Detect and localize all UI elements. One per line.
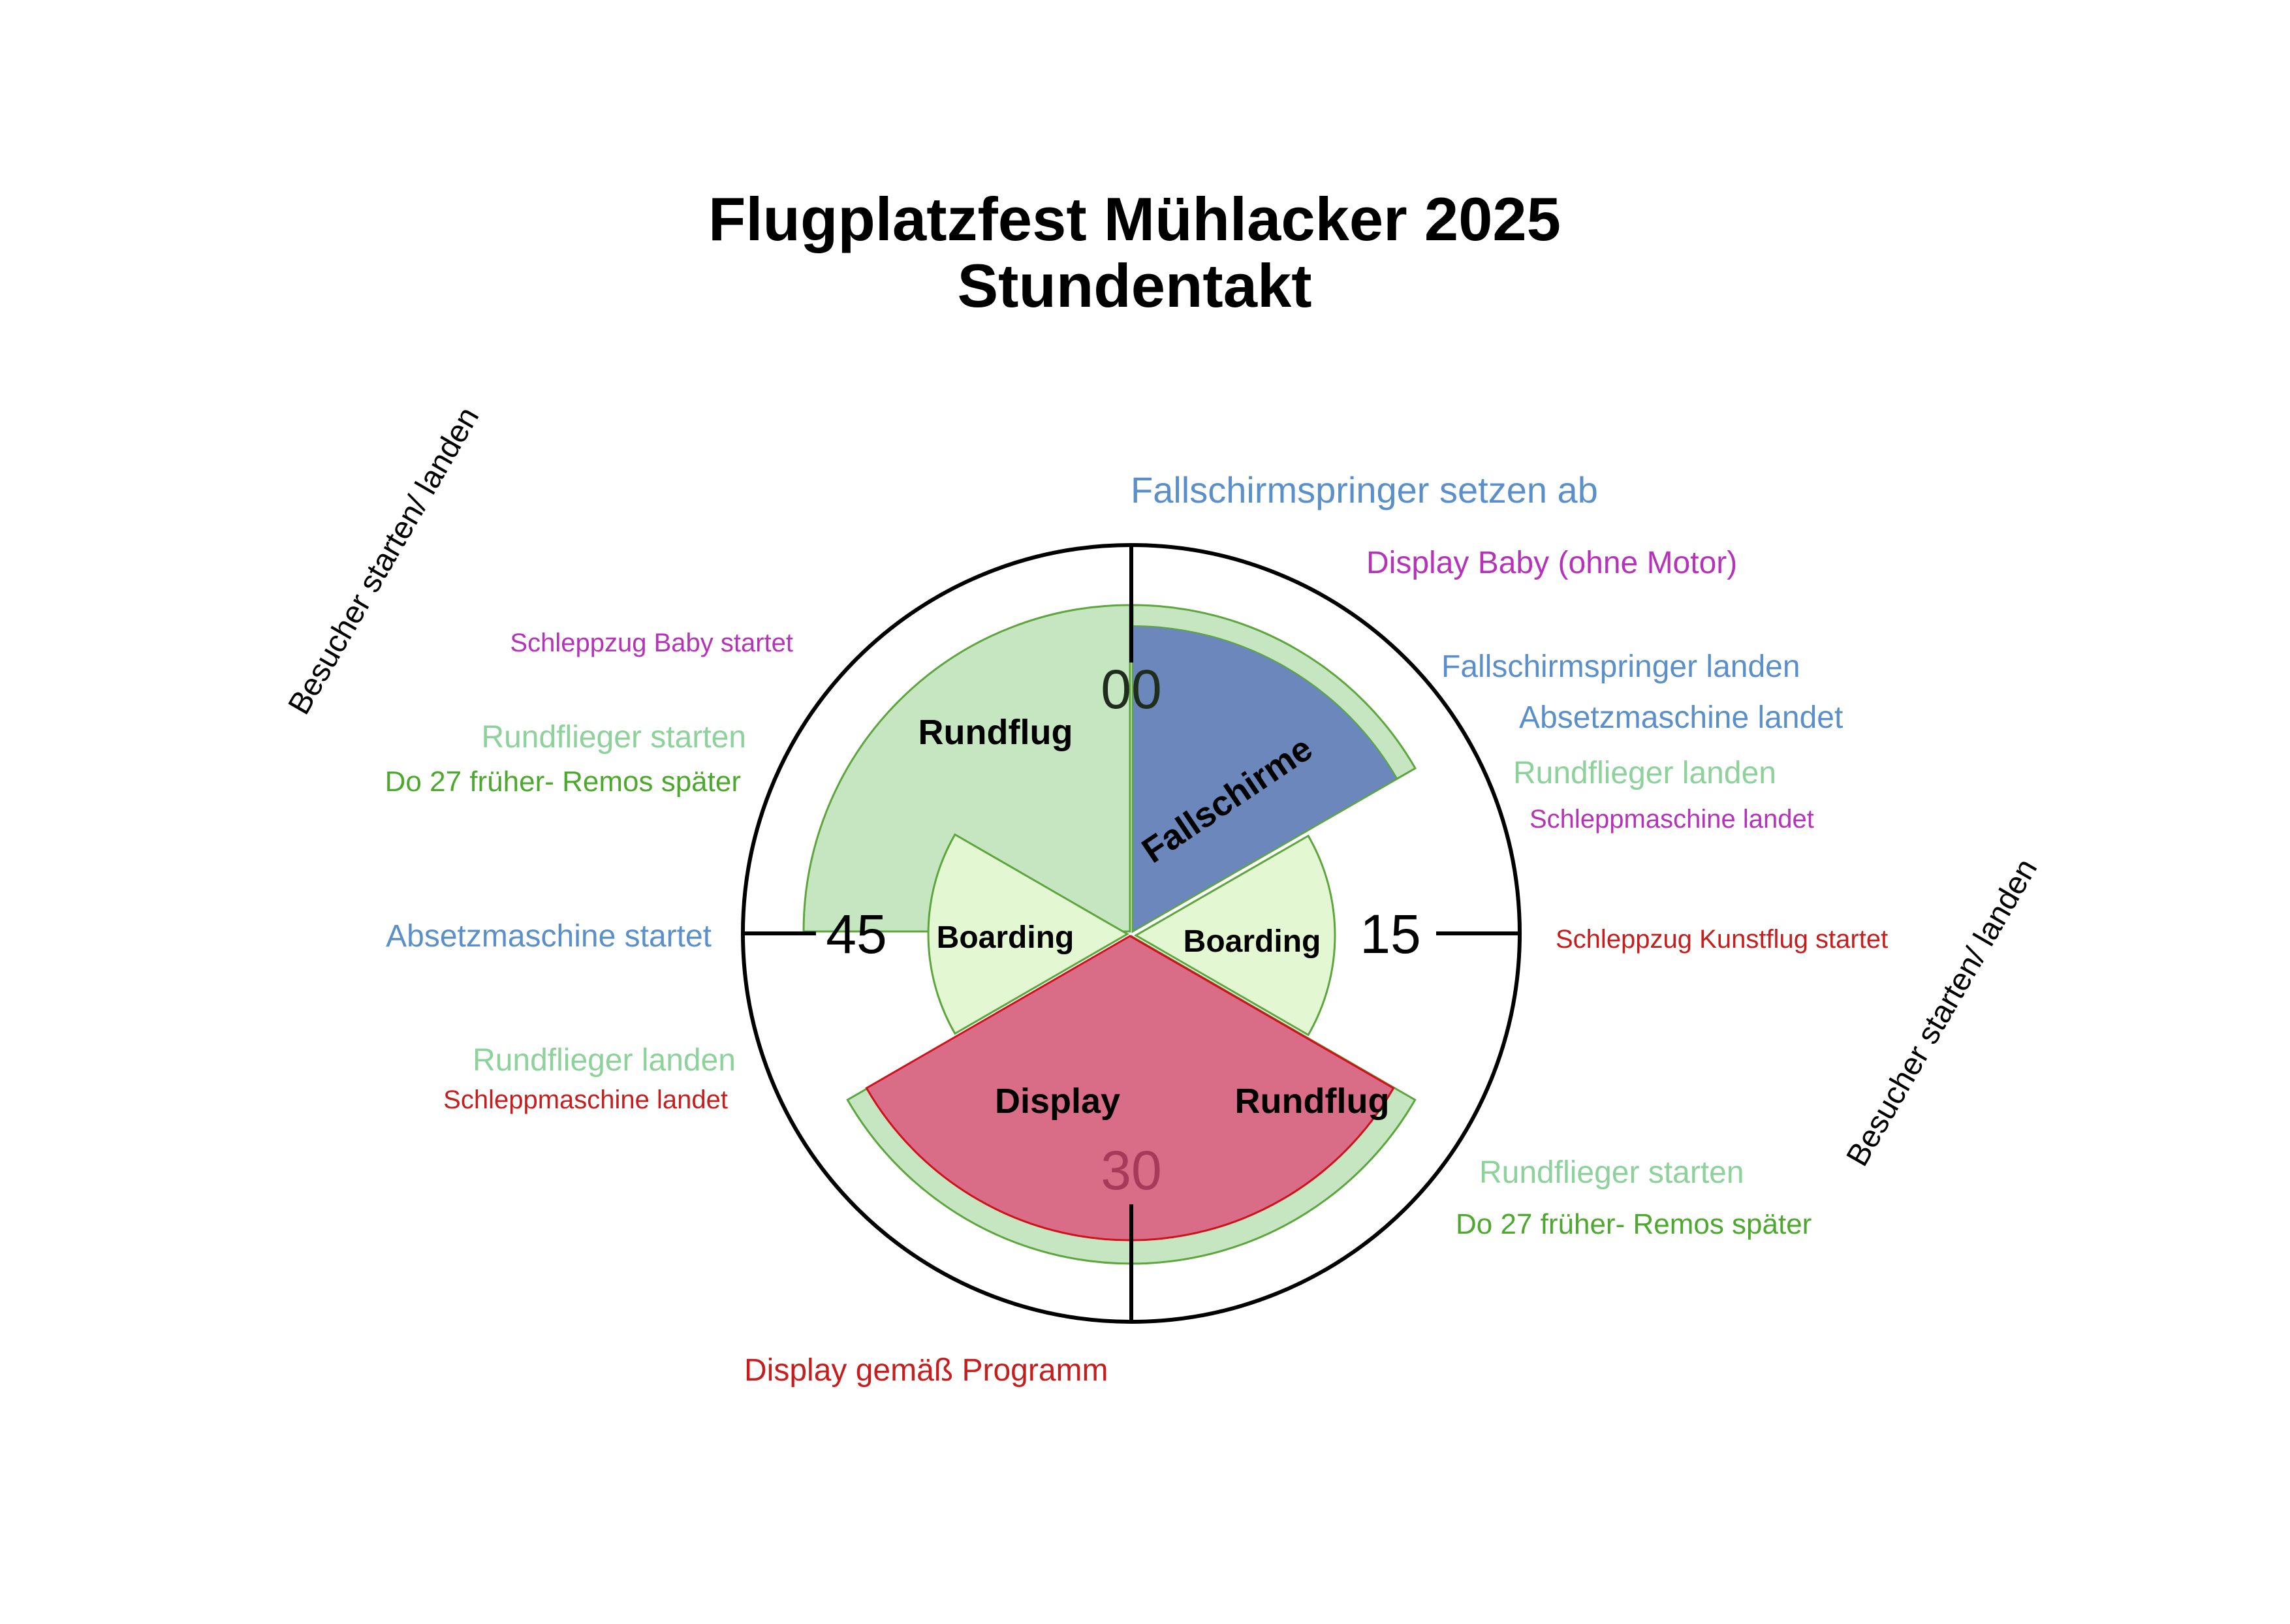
annotation-besucher-left: Besucher starten/ landen	[282, 401, 486, 721]
segment-boarding-left	[927, 833, 1129, 1035]
annotation-schleppmaschine-landet-left: Schleppmaschine landet	[443, 1085, 728, 1114]
annotation-rundflieger-starten-right: Rundflieger starten	[1479, 1155, 1744, 1190]
segment-boarding-right	[1134, 834, 1336, 1037]
minute-label-45: 45	[826, 903, 886, 965]
annotation-rundflieger-starten-left: Rundflieger starten	[481, 720, 746, 755]
minute-label-00: 00	[1101, 659, 1161, 720]
annotation-fallschirmspringer-setzen-ab: Fallschirmspringer setzen ab	[1131, 469, 1598, 510]
annotation-rundflieger-landen-left: Rundflieger landen	[473, 1043, 736, 1078]
label-rundflug-top: Rundflug	[918, 713, 1073, 752]
label-rundflug-bottom: Rundflug	[1235, 1082, 1390, 1121]
segment-rundflug-top	[802, 604, 1131, 933]
segment-fallschirme	[1132, 625, 1398, 933]
annotation-schleppzug-baby: Schleppzug Baby startet	[510, 629, 793, 657]
annotation-besucher-right: Besucher starten/ landen	[1840, 853, 2045, 1172]
minute-label-15: 15	[1360, 903, 1420, 965]
annotation-display-baby: Display Baby (ohne Motor)	[1366, 546, 1737, 580]
title-line-1: Flugplatzfest Mühlacker 2025	[708, 185, 1561, 253]
label-boarding-left: Boarding	[937, 920, 1074, 955]
label-boarding-right: Boarding	[1184, 924, 1321, 959]
annotation-absetzmaschine-startet: Absetzmaschine startet	[386, 919, 712, 954]
annotation-absetzmaschine-landet: Absetzmaschine landet	[1519, 700, 1843, 735]
annotation-schleppzug-kunstflug: Schleppzug Kunstflug startet	[1556, 925, 1888, 954]
annotation-rundflieger-landen-right: Rundflieger landen	[1513, 756, 1776, 790]
annotation-schleppmaschine-landet-right: Schleppmaschine landet	[1529, 805, 1814, 834]
title-line-2: Stundentakt	[957, 251, 1311, 320]
minute-label-30: 30	[1101, 1140, 1161, 1201]
label-display: Display	[995, 1082, 1120, 1121]
annotation-fallschirmspringer-landen: Fallschirmspringer landen	[1441, 649, 1800, 684]
annotation-display-gemaess-programm: Display gemäß Programm	[744, 1353, 1108, 1388]
annotation-do27-right: Do 27 früher- Remos später	[1456, 1208, 1812, 1240]
annotation-do27-left: Do 27 früher- Remos später	[385, 766, 741, 798]
